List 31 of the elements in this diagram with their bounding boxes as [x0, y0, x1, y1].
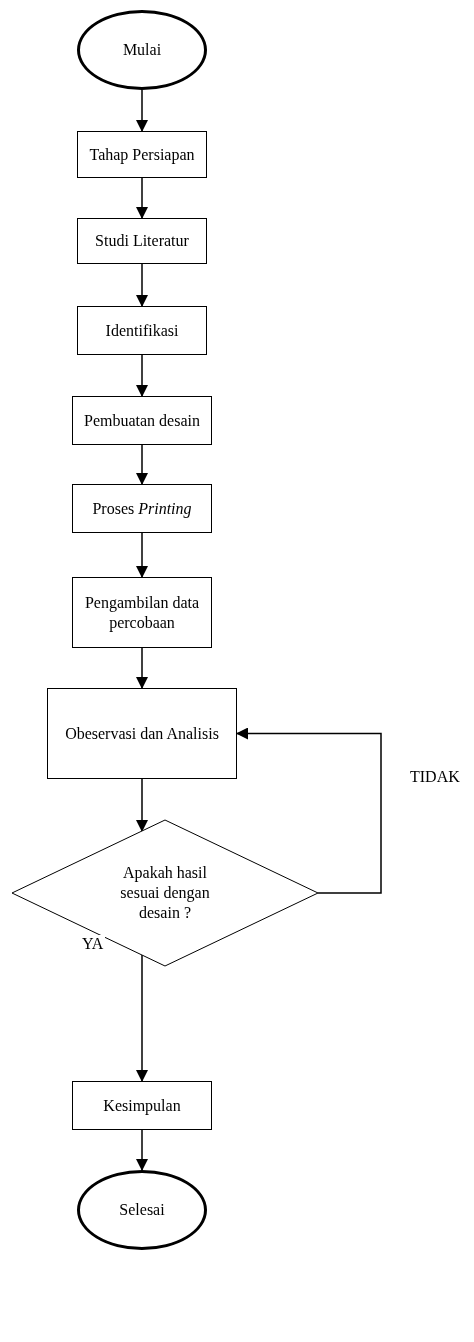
process-box — [77, 131, 207, 178]
process-box — [47, 688, 237, 779]
arrow — [136, 263, 148, 307]
arrow — [236, 727, 382, 894]
arrow — [136, 1129, 148, 1171]
arrow — [136, 778, 148, 832]
node-label: Studi Literatur — [95, 231, 189, 251]
node-label: Proses Printing — [92, 498, 192, 519]
arrow — [136, 444, 148, 485]
arrow — [136, 647, 148, 689]
node-label: Mulai — [122, 40, 162, 60]
arrow — [136, 954, 148, 1082]
node-label: Tahap Persiapan — [89, 144, 195, 165]
process-box — [72, 1081, 212, 1130]
process-box — [77, 218, 207, 264]
node-label: Obeservasi dan Analisis — [65, 723, 219, 744]
decision-diamond — [12, 820, 318, 966]
node-label: Selesai — [119, 1200, 165, 1220]
arrow — [136, 89, 148, 132]
process-box — [72, 577, 212, 648]
node-label: Apakah hasil sesuai dengan desain ? — [119, 863, 211, 923]
process-box — [72, 484, 212, 533]
arrow — [136, 532, 148, 578]
node-label: Pengambilan data percobaan — [83, 592, 201, 633]
arrow — [136, 354, 148, 397]
node-label: Pembuatan desain — [84, 410, 200, 431]
process-box — [77, 306, 207, 355]
node-label: Identifikasi — [105, 320, 179, 341]
node-label: Kesimpulan — [103, 1095, 181, 1116]
process-box — [72, 396, 212, 445]
arrow — [136, 177, 148, 219]
